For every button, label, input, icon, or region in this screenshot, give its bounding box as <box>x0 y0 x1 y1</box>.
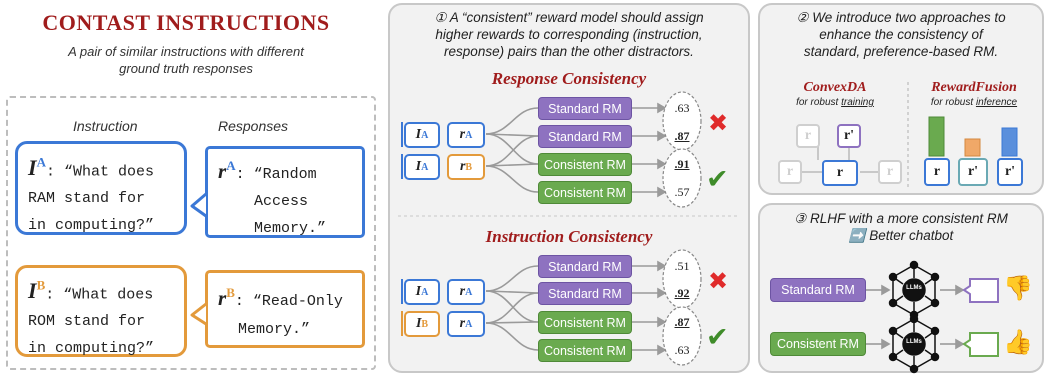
chat-bubble-green <box>962 332 999 357</box>
convexda-chip-faded-top: r <box>796 124 820 148</box>
resp-score-2: .87 <box>674 129 690 143</box>
inst-b-line1: : “What does <box>45 286 154 304</box>
left-dashed-frame <box>6 96 376 370</box>
llm-network-bottom <box>888 314 940 374</box>
response-a-bubble: rA: “Random Access Memory.” <box>205 146 365 238</box>
resp-standard-rm-1: Standard RM <box>538 97 632 120</box>
resp-a-line2: Access <box>254 193 309 210</box>
response-a-tail <box>190 192 207 218</box>
inst-consistent-rm-1: Consistent RM <box>538 311 632 334</box>
fusion-chip-rp-teal: r' <box>958 158 988 186</box>
chat-bubble-purple <box>962 278 999 303</box>
instruction-a-bubble: IA: “What does RAM stand for in computin… <box>15 141 187 235</box>
inst-score-4: .63 <box>674 343 690 357</box>
response-b-bubble: rB: “Read-Only Memory.” <box>205 270 365 348</box>
inst-b-line2: ROM stand for <box>28 313 146 331</box>
fusion-chip-rp-blue: r' <box>997 158 1023 186</box>
inst-a-line3: in computing?” <box>28 217 155 235</box>
resp-standard-rm-2: Standard RM <box>538 125 632 148</box>
convexda-chip-purple: r' <box>837 124 861 148</box>
response-b-tail <box>190 302 207 326</box>
llm-label-top: LLMs <box>906 285 922 291</box>
resp-b-symbol: rB <box>218 285 235 310</box>
resp-consistent-rm-2: Consistent RM <box>538 181 632 204</box>
resp-a-line3: Memory.” <box>254 220 327 237</box>
convexda-chip-faded-left: r <box>778 160 802 184</box>
inst-a-line1: : “What does <box>45 163 154 181</box>
inst-check-icon: ✔ <box>706 322 729 352</box>
rlhf-consistent-rm: Consistent RM <box>770 332 866 356</box>
convexda-title: ConvexDA <box>803 80 867 95</box>
convexda-subtitle: for robust training <box>796 97 874 108</box>
inst-b-line3: in computing?” <box>28 340 155 358</box>
col-responses-header: Responses <box>218 118 289 134</box>
inst-a-line2: RAM stand for <box>28 190 146 208</box>
convexda-chip-faded-right: r <box>878 160 902 184</box>
tr-step-line1: ② We introduce two approaches to <box>796 10 1006 25</box>
instruction-b-bubble: IB: “What does ROM stand for in computin… <box>15 265 187 357</box>
thumbs-down-icon: 👎 <box>1003 275 1033 302</box>
response-consistency-heading: Response Consistency <box>491 69 647 88</box>
thumbs-up-icon: 👍 <box>1003 329 1033 356</box>
inst-b-symbol: IB <box>28 278 46 304</box>
instruction-consistency-heading: Instruction Consistency <box>485 227 653 246</box>
resp-b-line1: : “Read-Only <box>234 293 343 310</box>
resp-check-icon: ✔ <box>706 164 729 194</box>
resp-score-3: .91 <box>674 157 690 171</box>
resp-b-line2: Memory.” <box>238 321 311 338</box>
inst-score-2: .92 <box>674 286 690 300</box>
convexda-chip-center: r <box>822 160 858 186</box>
middle-step-line1: ① A “consistent” reward model should ass… <box>434 10 704 25</box>
resp-score-1: .63 <box>674 101 690 115</box>
br-step-line1: ③ RLHF with a more consistent RM <box>794 211 1008 226</box>
inst-standard-rm-1: Standard RM <box>538 255 632 278</box>
fusion-chip-r: r <box>924 158 950 186</box>
inst-standard-rm-2: Standard RM <box>538 282 632 305</box>
col-instruction-header: Instruction <box>73 118 138 134</box>
middle-step-line2: higher rewards to corresponding (instruc… <box>435 27 703 42</box>
resp-cross-icon: ✖ <box>708 110 729 137</box>
resp-score-4: .57 <box>674 185 690 199</box>
inst-cross-icon: ✖ <box>708 268 729 295</box>
inst-consistent-rm-2: Consistent RM <box>538 339 632 362</box>
inst-a-symbol: IA <box>28 155 46 181</box>
rewardfusion-subtitle: for robust inference <box>930 97 1018 108</box>
middle-step-line3: response) pairs than the other distracto… <box>444 44 694 59</box>
inst-score-3: .87 <box>674 315 690 329</box>
rlhf-standard-rm: Standard RM <box>770 278 866 302</box>
tr-step-line2: enhance the consistency of <box>819 27 983 42</box>
resp-a-line1: : “Random <box>235 166 317 183</box>
left-subtitle-line2: ground truth responses <box>119 61 253 76</box>
rewardfusion-title: RewardFusion <box>931 80 1017 95</box>
left-title: CONTAST INSTRUCTIONS <box>42 10 330 35</box>
llm-label-bottom: LLMs <box>906 339 922 345</box>
left-subtitle-line1: A pair of similar instructions with diff… <box>68 44 304 59</box>
br-step-line2: ➡️ Better chatbot <box>848 228 954 243</box>
inst-score-1: .51 <box>674 259 690 273</box>
resp-consistent-rm-1: Consistent RM <box>538 153 632 176</box>
resp-a-symbol: rA <box>218 158 236 183</box>
tr-step-line3: standard, preference-based RM. <box>803 44 999 59</box>
